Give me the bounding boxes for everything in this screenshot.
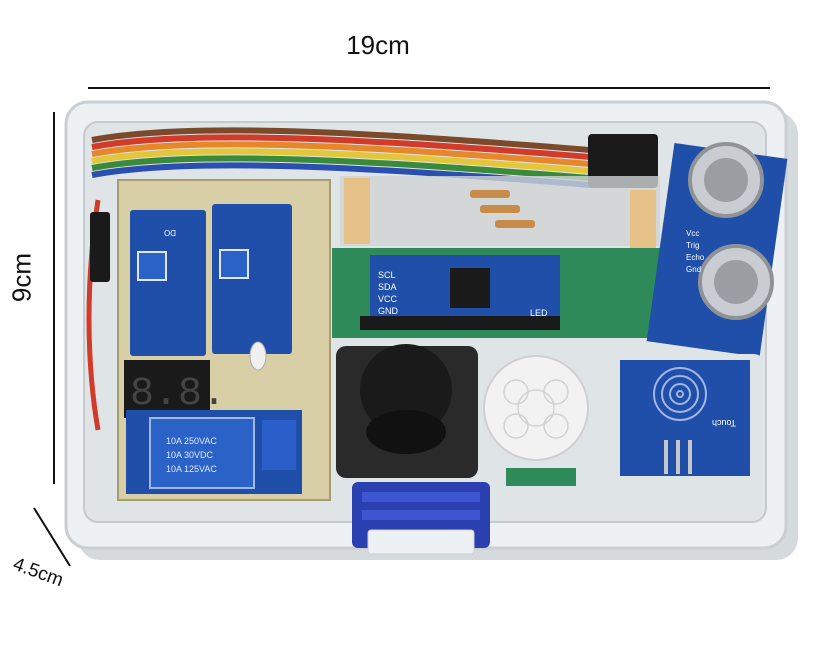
relay-block [149, 417, 255, 489]
relay-marking: 10A 250VAC [166, 436, 217, 446]
latch-ridge-2 [362, 510, 480, 520]
potentiometer-left [137, 251, 167, 281]
wire-plug [90, 212, 110, 282]
ultrasonic-pin-echo: Echo [686, 253, 705, 262]
dupont-connector [588, 134, 658, 188]
led [249, 341, 267, 371]
lcd-label-led: LED [530, 308, 548, 318]
seven-segment-digits: 8.8. [130, 372, 226, 417]
latch-clip [367, 529, 475, 555]
joystick-stem [366, 410, 446, 454]
relay-marking-2: 10A 30VDC [166, 450, 214, 460]
relay-marking-3: 10A 125VAC [166, 464, 217, 474]
lcd-label-gnd: GND [378, 306, 399, 316]
relay-terminal [262, 420, 296, 470]
pir-pcb-edge [506, 468, 576, 486]
height-label: 9cm [6, 252, 37, 303]
potentiometer-right [219, 249, 249, 279]
lcd-label-scl: SCL [378, 270, 396, 280]
ultrasonic-mesh-bottom [714, 260, 758, 304]
sensor-module-right [212, 204, 292, 354]
ultrasonic-pin-gnd: Gnd [686, 265, 701, 274]
lcd-label-vcc: VCC [378, 294, 398, 304]
resistors [470, 190, 535, 228]
touch-pad-rings [653, 367, 707, 421]
sensor-module-left [130, 210, 206, 356]
ultrasonic-pin-trig: Trig [686, 241, 699, 250]
depth-dimension-line [33, 507, 71, 567]
joystick-knob [360, 344, 452, 436]
lcd-label-sda: SDA [378, 282, 397, 292]
resistor-tape-right [630, 190, 656, 250]
width-label: 19cm [346, 30, 410, 60]
lcd-adapter-chip [450, 268, 490, 308]
touch-sensor-pins [664, 440, 692, 474]
pir-dome-facets [503, 379, 569, 439]
touch-sensor-board [620, 360, 750, 476]
sensor-pin-labels: DO [164, 228, 176, 237]
pir-dome [483, 355, 589, 461]
ultrasonic-mesh-top [704, 158, 748, 202]
touch-sensor-label: Touch [712, 418, 736, 428]
latch-ridge-1 [362, 492, 480, 502]
seven-segment-display [124, 360, 210, 418]
lcd-pin-header [360, 316, 560, 330]
ultrasonic-pin-vcc: Vcc [686, 229, 699, 238]
resistor-tape-left [344, 178, 370, 244]
